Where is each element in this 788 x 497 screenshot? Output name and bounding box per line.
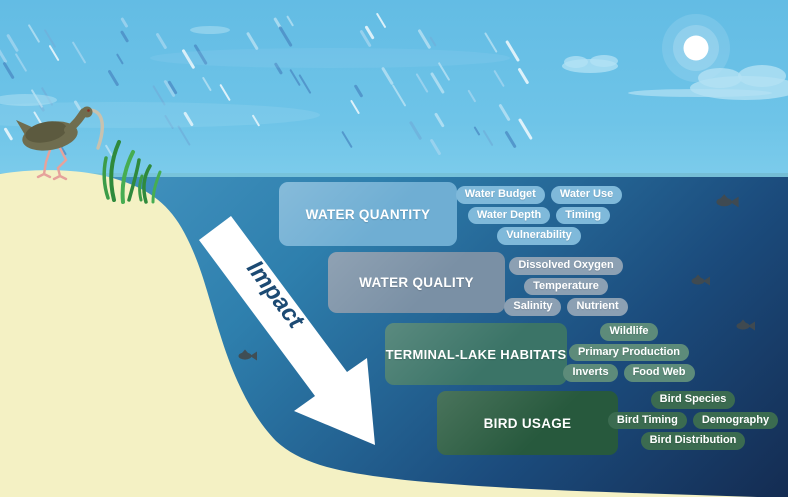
box-water-quantity: WATER QUANTITY: [279, 182, 457, 246]
tag: Vulnerability: [497, 227, 581, 245]
bird-beak: [89, 108, 104, 150]
fish-icon: [691, 274, 710, 286]
tag: Inverts: [563, 364, 618, 382]
cloud-icon: [0, 26, 788, 128]
tags-water-quality: Dissolved Oxygen Temperature Salinity Nu…: [504, 257, 628, 316]
sun-icon: [662, 14, 730, 82]
tag: Bird Species: [650, 391, 736, 409]
sky-background: [0, 0, 788, 173]
grass-icon: [102, 140, 162, 204]
tag: Primary Production: [568, 343, 690, 362]
box-terminal-lake-habitats: TERMINAL-LAKE HABITATS: [385, 323, 567, 385]
waterline: [0, 173, 788, 177]
tag: Nutrient: [567, 298, 628, 316]
tag: Bird Distribution: [640, 432, 746, 450]
tag: Food Web: [623, 364, 695, 382]
tag: Timing: [556, 206, 611, 225]
ibis-bird-icon: [16, 106, 104, 181]
fish-icon: [736, 319, 755, 331]
fish-icon: [716, 194, 739, 208]
sand-dune: [0, 170, 788, 497]
bird-eye: [87, 109, 90, 112]
tags-water-quantity: Water Budget Water Use Water Depth Timin…: [448, 186, 630, 245]
tag: Wildlife: [600, 323, 658, 341]
tag: Water Depth: [467, 206, 551, 225]
tag: Bird Timing: [607, 411, 687, 430]
tag: Temperature: [524, 277, 608, 296]
box-bird-usage: BIRD USAGE: [437, 391, 618, 455]
tag: Demography: [692, 411, 779, 430]
tag: Water Use: [550, 186, 623, 204]
tag: Dissolved Oxygen: [509, 257, 623, 275]
tag: Water Budget: [455, 186, 545, 204]
fish-icon: [238, 349, 257, 361]
box-water-quality: WATER QUALITY: [328, 252, 505, 313]
tags-bird-usage: Bird Species Bird Timing Demography Bird…: [607, 391, 779, 450]
fish-icons: [238, 194, 755, 361]
tags-terminal-lake-habitats: Wildlife Primary Production Inverts Food…: [563, 323, 695, 382]
tag: Salinity: [504, 298, 562, 316]
